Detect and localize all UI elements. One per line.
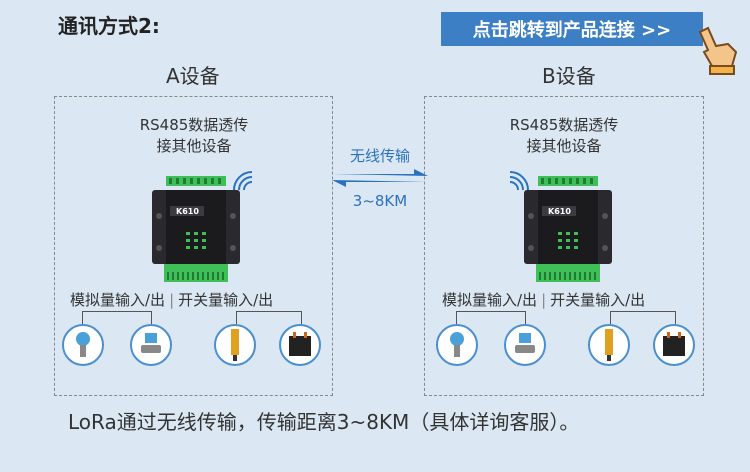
device-b-switch-io: 开关量输入/出 (550, 291, 646, 309)
device-a-flow-meter-icon (130, 324, 172, 366)
device-a-io-labels: 模拟量输入/出|开关量输入/出 (70, 291, 274, 309)
device-a-label: A设备 (166, 64, 220, 88)
device-b-description: RS485数据透传 接其他设备 (490, 115, 638, 157)
bidirectional-arrow-icon (332, 169, 428, 187)
device-b-label: B设备 (542, 64, 596, 88)
device-a-photoelectric-sensor-icon (214, 324, 256, 366)
footer-note: LoRa通过无线传输，传输距离3~8KM（具体详询客服）。 (68, 410, 580, 434)
device-a-switch-io: 开关量输入/出 (178, 291, 274, 309)
device-b-flow-meter-icon (504, 324, 546, 366)
product-link-button[interactable]: 点击跳转到产品连接 >> (441, 12, 703, 46)
device-a-analog-bracket (82, 311, 152, 324)
device-b-switch-bracket (610, 311, 676, 324)
device-b-io-labels: 模拟量输入/出|开关量输入/出 (442, 291, 646, 309)
device-b-frame (424, 96, 704, 396)
wireless-distance-label: 3~8KM (352, 192, 408, 210)
device-b-desc-line1: RS485数据透传 (509, 116, 619, 134)
device-a-analog-io: 模拟量输入/出 (70, 291, 166, 309)
device-a-desc-line1: RS485数据透传 (139, 116, 249, 134)
device-a-pressure-sensor-icon (62, 324, 104, 366)
device-a-desc-line2: 接其他设备 (156, 137, 232, 155)
device-b-photoelectric-sensor-icon (588, 324, 630, 366)
device-b-signal-icon (509, 171, 529, 191)
pointing-hand-icon (698, 26, 738, 75)
device-b-analog-bracket (456, 311, 526, 324)
device-b-k610-module: K610 (524, 176, 612, 282)
device-a-frame (54, 96, 333, 396)
device-a-relay-icon (279, 324, 321, 366)
device-b-desc-line2: 接其他设备 (526, 137, 602, 155)
wireless-method-label: 无线传输 (349, 147, 410, 165)
device-a-signal-icon (233, 171, 253, 191)
device-a-description: RS485数据透传 接其他设备 (120, 115, 268, 157)
page-title: 通讯方式2: (58, 14, 160, 38)
device-b-relay-icon (653, 324, 695, 366)
device-a-k610-module: K610 (152, 176, 240, 282)
device-b-analog-io: 模拟量输入/出 (442, 291, 538, 309)
device-b-pressure-sensor-icon (436, 324, 478, 366)
device-b-model-text: K610 (548, 207, 571, 216)
device-a-switch-bracket (236, 311, 302, 324)
device-a-model-text: K610 (176, 207, 199, 216)
